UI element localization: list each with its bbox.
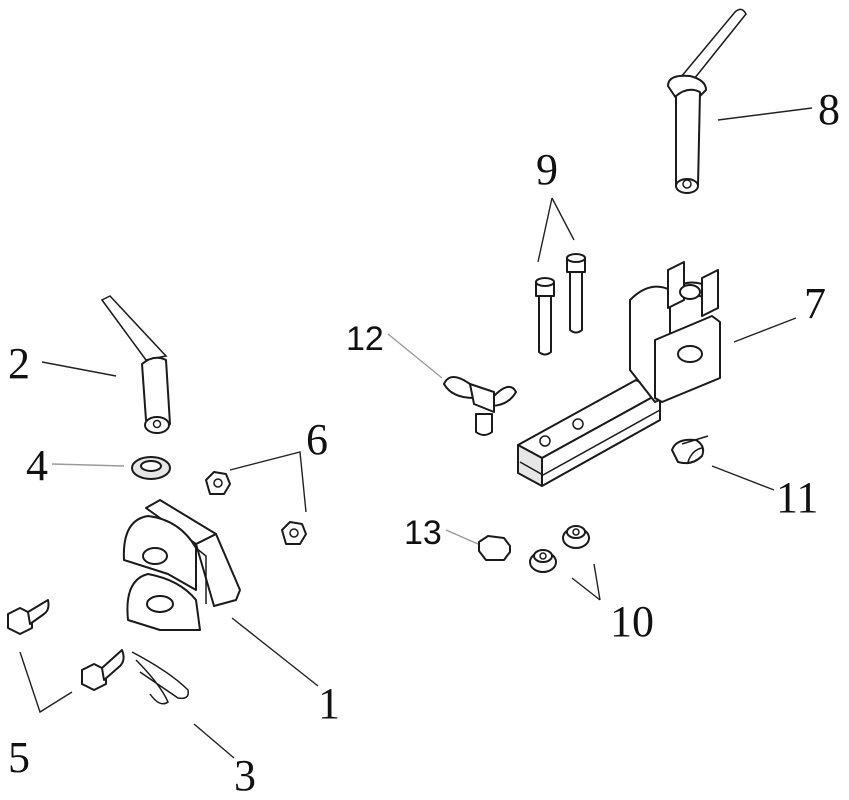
label-6: 6 <box>306 415 328 464</box>
label-1: 1 <box>318 679 340 728</box>
part-8-hitch-pin <box>667 8 747 194</box>
label-4: 4 <box>26 441 48 490</box>
label-11: 11 <box>776 473 818 522</box>
leader-lines <box>19 107 813 759</box>
label-9: 9 <box>536 145 558 194</box>
part-12-wing-nut <box>443 376 517 436</box>
part-5-bolts <box>7 599 125 691</box>
label-10: 10 <box>610 597 654 646</box>
part-10-flange-nuts <box>529 525 590 573</box>
part-4-washer <box>131 456 171 480</box>
part-13-hex-nut <box>478 535 511 561</box>
part-3-hair-pin <box>131 651 190 705</box>
part-6-nuts <box>205 471 307 545</box>
part-1-clevis-mount <box>122 499 241 631</box>
label-3: 3 <box>234 751 256 800</box>
label-2: 2 <box>8 339 30 388</box>
label-12: 12 <box>346 320 384 358</box>
label-8: 8 <box>818 85 840 134</box>
part-labels: 1 2 3 4 5 6 7 8 9 10 11 12 13 <box>8 85 840 800</box>
label-7: 7 <box>804 279 826 328</box>
part-9-bolts <box>535 253 586 356</box>
label-13: 13 <box>404 514 442 552</box>
part-7-receiver-bracket <box>517 261 721 487</box>
part-2-clevis-pin <box>100 295 171 434</box>
label-5: 5 <box>8 733 30 782</box>
part-11-retaining-clip <box>671 435 709 465</box>
